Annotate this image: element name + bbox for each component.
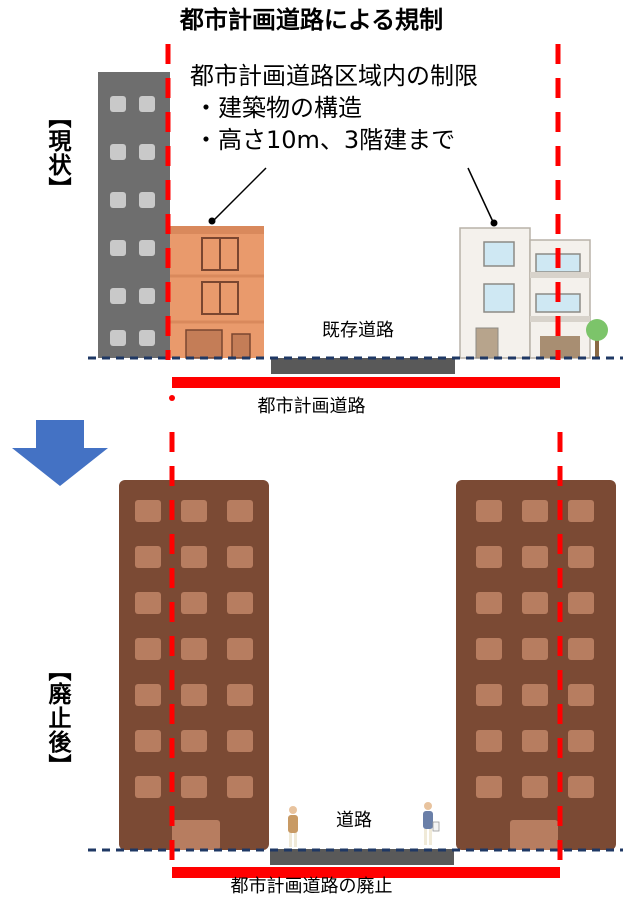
brown-tower-left <box>119 480 269 850</box>
planned-road-bar <box>172 377 560 388</box>
leader-line-right <box>467 167 495 225</box>
road-bar-bottom <box>270 849 454 865</box>
restriction-item-structure: ・建築物の構造 <box>194 94 362 122</box>
restriction-heading: 都市計画道路区域内の制限 <box>190 62 478 90</box>
brown-tower-right <box>456 480 616 850</box>
pedestrian-right-icon <box>423 802 440 845</box>
down-arrow-icon <box>12 420 108 486</box>
white-house <box>459 227 591 359</box>
abolished-road-bar <box>172 867 560 878</box>
leader-line-left <box>211 167 267 223</box>
gray-building <box>98 72 170 358</box>
tree <box>586 319 608 358</box>
planned-road-label: 都市計画道路 <box>257 396 366 417</box>
orange-house <box>170 226 264 359</box>
label-after-abolition: 【廃止後】 <box>44 658 70 778</box>
abolition-label: 都市計画道路の廃止 <box>230 876 393 897</box>
existing-road-bar <box>271 358 455 374</box>
road-label: 道路 <box>336 810 372 831</box>
diagram-title: 都市計画道路による規制 <box>179 6 444 34</box>
restriction-item-height: ・高さ10m、3階建まで <box>194 126 456 154</box>
existing-road-label: 既存道路 <box>322 320 394 341</box>
pedestrian-left-icon <box>288 806 298 847</box>
label-current-state: 【現状】 <box>44 105 70 201</box>
